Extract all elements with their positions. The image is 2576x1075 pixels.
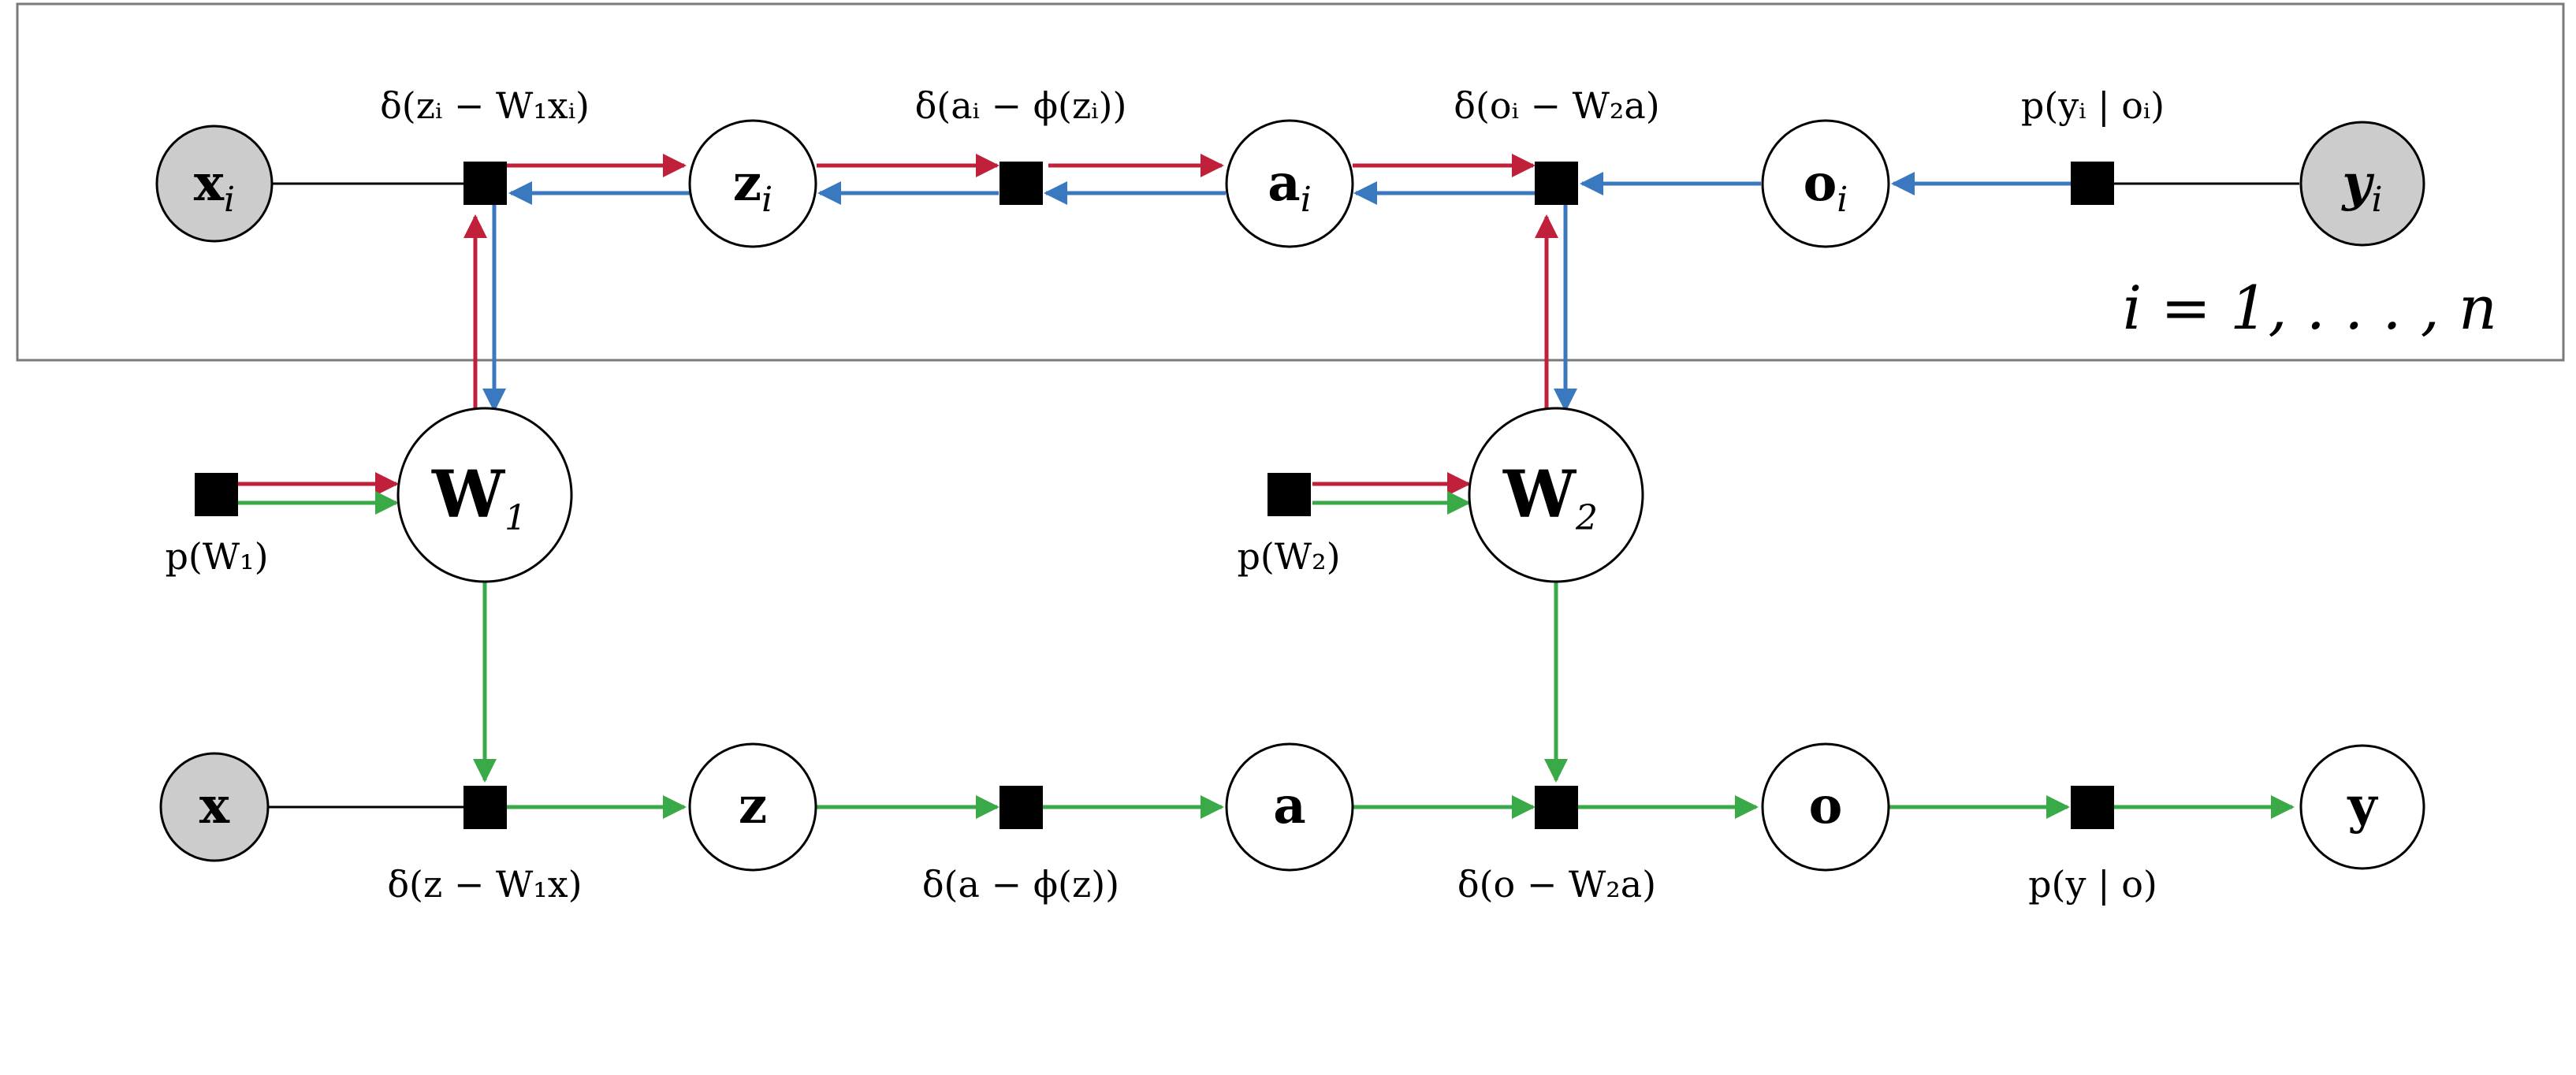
svg-text:ai: ai <box>1268 154 1312 220</box>
node-x-i: xi <box>155 125 274 243</box>
node-y-i: yi <box>2299 121 2425 247</box>
blue-messages <box>482 172 2073 412</box>
label-factor-pw2: p(W₂) <box>1237 535 1340 578</box>
label-factor-ai: δ(aᵢ − ϕ(zᵢ)) <box>915 84 1127 127</box>
node-o-i: oi <box>1761 119 1890 248</box>
label-factor-a: δ(a − ϕ(z)) <box>922 863 1119 906</box>
svg-text:x: x <box>199 776 230 835</box>
label-factor-o: δ(o − W₂a) <box>1457 863 1656 906</box>
svg-text:z: z <box>739 776 767 835</box>
svg-text:o: o <box>1809 776 1843 835</box>
node-z-i: zi <box>688 119 817 248</box>
plate <box>16 2 2565 362</box>
factor-a <box>1000 786 1043 829</box>
node-w1: W1 <box>396 407 573 583</box>
label-factor-z: δ(z − W₁x) <box>387 863 582 906</box>
plate-label: i = 1, . . . , n <box>2123 273 2497 343</box>
factors <box>195 162 2114 829</box>
factor-yi <box>2071 162 2114 205</box>
node-y: y <box>2299 744 2425 870</box>
green-messages <box>229 491 2295 819</box>
node-a: a <box>1225 742 1354 872</box>
red-messages <box>229 154 1558 496</box>
label-factor-y: p(y | o) <box>2028 863 2157 906</box>
svg-text:a: a <box>1273 776 1305 835</box>
factor-o <box>1535 786 1578 829</box>
svg-text:yi: yi <box>2340 154 2382 220</box>
svg-text:W1: W1 <box>431 457 527 538</box>
factor-pw2 <box>1268 473 1311 516</box>
svg-text:zi: zi <box>733 154 772 220</box>
node-w2: W2 <box>1468 407 1644 583</box>
label-factor-pw1: p(W₁) <box>165 535 268 578</box>
factor-z <box>463 786 507 829</box>
node-o: o <box>1761 742 1890 872</box>
node-z: z <box>688 742 817 872</box>
svg-text:oi: oi <box>1804 154 1848 220</box>
factor-pw1 <box>195 473 238 516</box>
label-factor-yi: p(yᵢ | oᵢ) <box>2021 84 2165 127</box>
svg-text:W2: W2 <box>1502 457 1598 538</box>
node-x: x <box>159 752 270 862</box>
label-factor-zi: δ(zᵢ − W₁xᵢ) <box>380 84 590 127</box>
label-factor-oi: δ(oᵢ − W₂a) <box>1454 84 1659 127</box>
svg-text:xi: xi <box>194 154 235 220</box>
factor-oi <box>1535 162 1578 205</box>
factor-y <box>2071 786 2114 829</box>
svg-text:y: y <box>2347 776 2378 835</box>
factor-zi <box>463 162 507 205</box>
factor-ai <box>1000 162 1043 205</box>
node-a-i: ai <box>1225 119 1354 248</box>
